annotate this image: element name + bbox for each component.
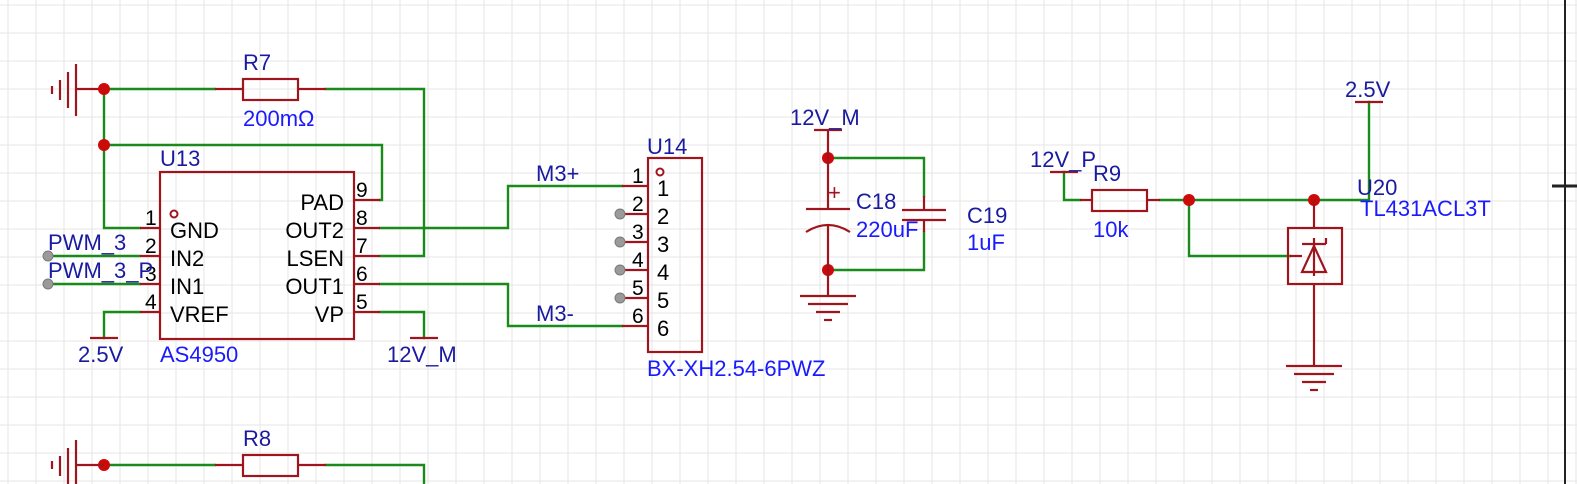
- c19-value: 1uF: [967, 230, 1005, 255]
- u13-pin-name: IN2: [170, 246, 204, 271]
- u13-pin-num: 6: [356, 263, 368, 286]
- u14-pin-name: 3: [657, 232, 669, 257]
- power-port-12vm-u13[interactable]: 12V_M: [387, 336, 457, 367]
- power-port-12vm-cap[interactable]: 12V_M: [790, 105, 860, 158]
- capacitor-c18[interactable]: + C18 220uF: [805, 158, 918, 270]
- u14-value: BX-XH2.54-6PWZ: [647, 356, 826, 381]
- u13-pin-name: OUT1: [285, 274, 344, 299]
- resistor-r9[interactable]: R9 10k: [1080, 161, 1160, 242]
- unconnected-pin-icon: [614, 264, 626, 276]
- u14-designator: U14: [647, 134, 687, 159]
- u14-pin-num: 5: [632, 277, 644, 300]
- shunt-regulator-u20[interactable]: U20 TL431ACL3T: [1286, 175, 1491, 366]
- u13-pin-num: 4: [145, 291, 157, 314]
- u14-pin-num: 1: [632, 165, 644, 188]
- net-label-2v5: 2.5V: [78, 342, 124, 367]
- power-port-2v5-u13[interactable]: 2.5V: [78, 336, 124, 367]
- u14-pin-num: 3: [632, 221, 644, 244]
- u13-pin-name: OUT2: [285, 218, 344, 243]
- net-label-m3-plus[interactable]: M3+: [536, 161, 579, 186]
- u13-pin-name: VP: [315, 302, 344, 327]
- u13-pin-name: VREF: [170, 302, 229, 327]
- net-label-pwm3[interactable]: PWM_3: [48, 230, 126, 255]
- u13-designator: U13: [160, 146, 200, 171]
- u14-pin-name: 4: [657, 260, 669, 285]
- unconnected-pin-icon: [614, 208, 626, 220]
- junctions: [98, 83, 1320, 471]
- ground-symbol-u20[interactable]: [1286, 364, 1342, 392]
- ground-symbol-cap[interactable]: [800, 270, 856, 322]
- u14-pin-name: 5: [657, 288, 669, 313]
- wires: [46, 87, 1371, 484]
- power-port-2v5-ref[interactable]: 2.5V: [1345, 77, 1391, 104]
- net-label-12v-m: 12V_M: [790, 105, 860, 130]
- net-endpoint-icon[interactable]: [42, 278, 54, 290]
- u20-designator: U20: [1357, 175, 1397, 200]
- u13-pin-num: 3: [145, 263, 157, 286]
- u13-pin-num: 5: [356, 291, 368, 314]
- ground-symbol-top-left[interactable]: [50, 64, 104, 116]
- net-label-2v5: 2.5V: [1345, 77, 1391, 102]
- net-label-12v-p: 12V_P: [1030, 147, 1096, 172]
- u14-pin-num: 4: [632, 249, 644, 272]
- r8-designator: R8: [243, 426, 271, 451]
- u13-value: AS4950: [160, 342, 238, 367]
- unconnected-pin-icon: [614, 292, 626, 304]
- junction-dot: [98, 139, 110, 151]
- connector-u14[interactable]: 1 2 3 4 5 6 1 2 3 4 5 6 U14 BX-XH2.54-6P…: [614, 134, 826, 381]
- capacitor-c19[interactable]: C19 1uF: [902, 196, 1007, 255]
- c18-polarity-mark: +: [828, 180, 841, 205]
- r7-designator: R7: [243, 50, 271, 75]
- pin1-marker-icon: [655, 167, 665, 177]
- u13-pin-name: LSEN: [287, 246, 344, 271]
- r9-designator: R9: [1093, 161, 1121, 186]
- u13-pin-num: 8: [356, 207, 368, 230]
- unconnected-pin-icon: [614, 236, 626, 248]
- net-label-m3-minus[interactable]: M3-: [536, 301, 574, 326]
- r7-value: 200mΩ: [243, 106, 314, 131]
- u13-pin-num: 9: [356, 179, 368, 202]
- net-label-12v-m: 12V_M: [387, 342, 457, 367]
- junction-dot: [98, 83, 110, 95]
- u13-pin-name: PAD: [300, 190, 344, 215]
- u13-pin-name: GND: [170, 218, 219, 243]
- ic-u13[interactable]: U13 AS4950 1 GND 2 IN2 3 IN1 4 VREF 9 PA…: [140, 146, 380, 367]
- r9-value: 10k: [1093, 217, 1129, 242]
- u20-value: TL431ACL3T: [1360, 196, 1491, 221]
- c19-designator: C19: [967, 203, 1007, 228]
- power-port-12vp[interactable]: 12V_P: [1030, 147, 1096, 174]
- u14-pin-name: 6: [657, 316, 669, 341]
- net-label-pwm3-p[interactable]: PWM_3_P: [48, 258, 153, 283]
- c18-value: 220uF: [856, 217, 918, 242]
- junction-dot: [1183, 194, 1195, 206]
- ground-symbol-bottom-left[interactable]: [50, 440, 104, 484]
- u14-pin-num: 6: [632, 305, 644, 328]
- resistor-r7[interactable]: R7 200mΩ: [215, 50, 326, 131]
- u14-pin-num: 2: [632, 193, 644, 216]
- u14-pin-name: 1: [657, 176, 669, 201]
- u13-pin-num: 2: [145, 235, 157, 258]
- u13-pin-num: 1: [145, 207, 157, 230]
- u14-pin-name: 2: [657, 204, 669, 229]
- c18-designator: C18: [856, 189, 896, 214]
- net-endpoint-icon[interactable]: [42, 250, 54, 262]
- u13-pin-num: 7: [356, 235, 368, 258]
- resistor-r8[interactable]: R8: [215, 426, 326, 478]
- pin1-marker-icon: [169, 209, 179, 219]
- u13-pin-name: IN1: [170, 274, 204, 299]
